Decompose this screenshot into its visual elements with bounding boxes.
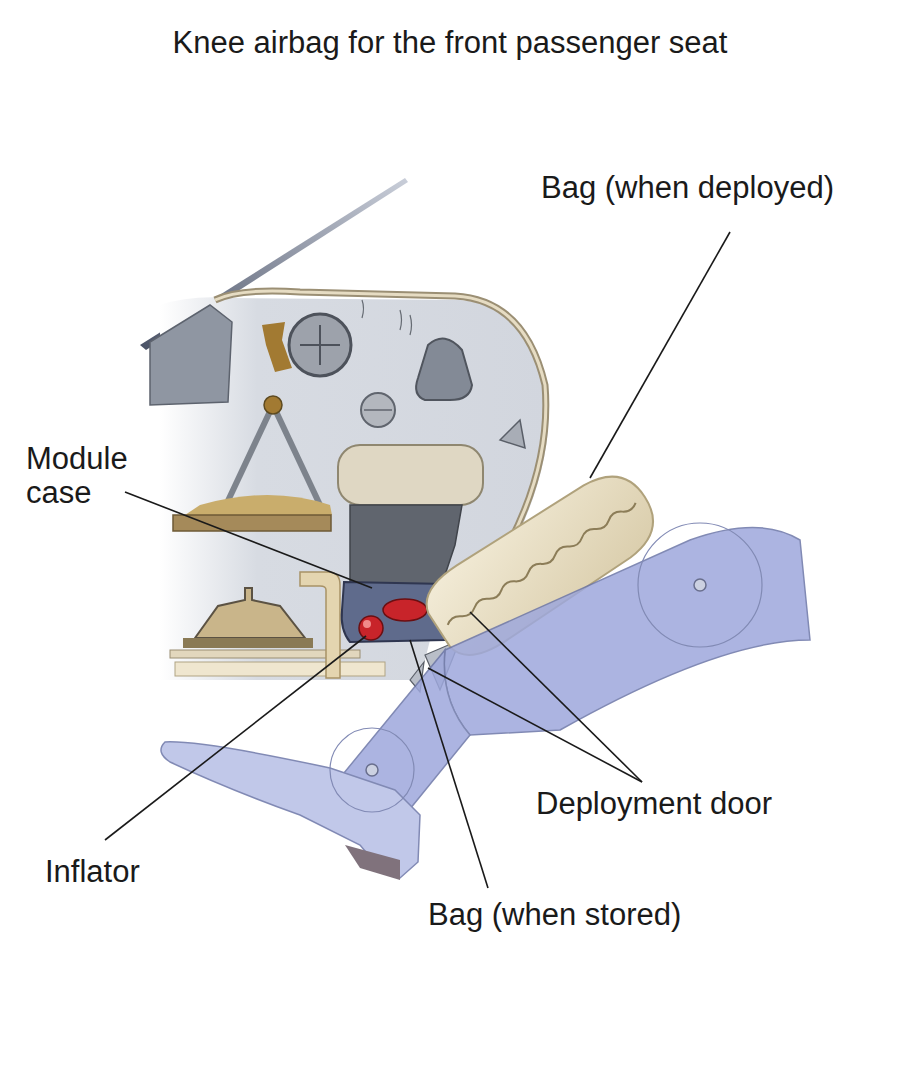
bolt <box>364 409 392 411</box>
part-label: Inflator <box>45 855 140 889</box>
leader-line <box>125 492 372 588</box>
leader-line <box>590 232 730 478</box>
pipe <box>300 572 340 678</box>
ankle-joint <box>366 764 378 776</box>
wire <box>362 300 412 335</box>
clip <box>500 420 525 448</box>
stored-bag <box>383 599 427 621</box>
leader-line <box>410 640 488 888</box>
inflator <box>359 616 383 640</box>
thigh <box>444 528 810 736</box>
shoe-heel <box>345 845 400 880</box>
diagram-title: Knee airbag for the front passenger seat <box>0 26 900 60</box>
dash-block <box>150 305 232 405</box>
hip-joint <box>694 579 706 591</box>
vent-knob <box>289 314 351 376</box>
brace <box>273 405 320 505</box>
floor-rail <box>175 662 385 676</box>
occupant-leg <box>161 523 810 880</box>
leader-line <box>105 636 366 840</box>
ankle-joint <box>330 728 414 812</box>
leader-line <box>470 612 642 782</box>
mount-plate <box>173 515 331 531</box>
brace-pivot <box>264 396 282 414</box>
bracket <box>262 322 292 372</box>
duct <box>416 339 472 400</box>
bolt <box>361 393 395 427</box>
hip-joint <box>638 523 762 647</box>
knee-bolster <box>338 445 483 505</box>
lower-mount <box>183 638 313 648</box>
vent-knob <box>319 325 321 365</box>
brace-foot <box>185 495 332 515</box>
part-label: Bag (when stored) <box>428 898 681 932</box>
inflator <box>363 620 371 628</box>
part-label: Deployment door <box>536 787 772 821</box>
part-label: Module case <box>26 442 166 510</box>
leader-line <box>428 668 642 782</box>
part-label: Bag (when deployed) <box>541 171 834 205</box>
brace <box>226 405 273 505</box>
lower-mount <box>195 588 305 638</box>
